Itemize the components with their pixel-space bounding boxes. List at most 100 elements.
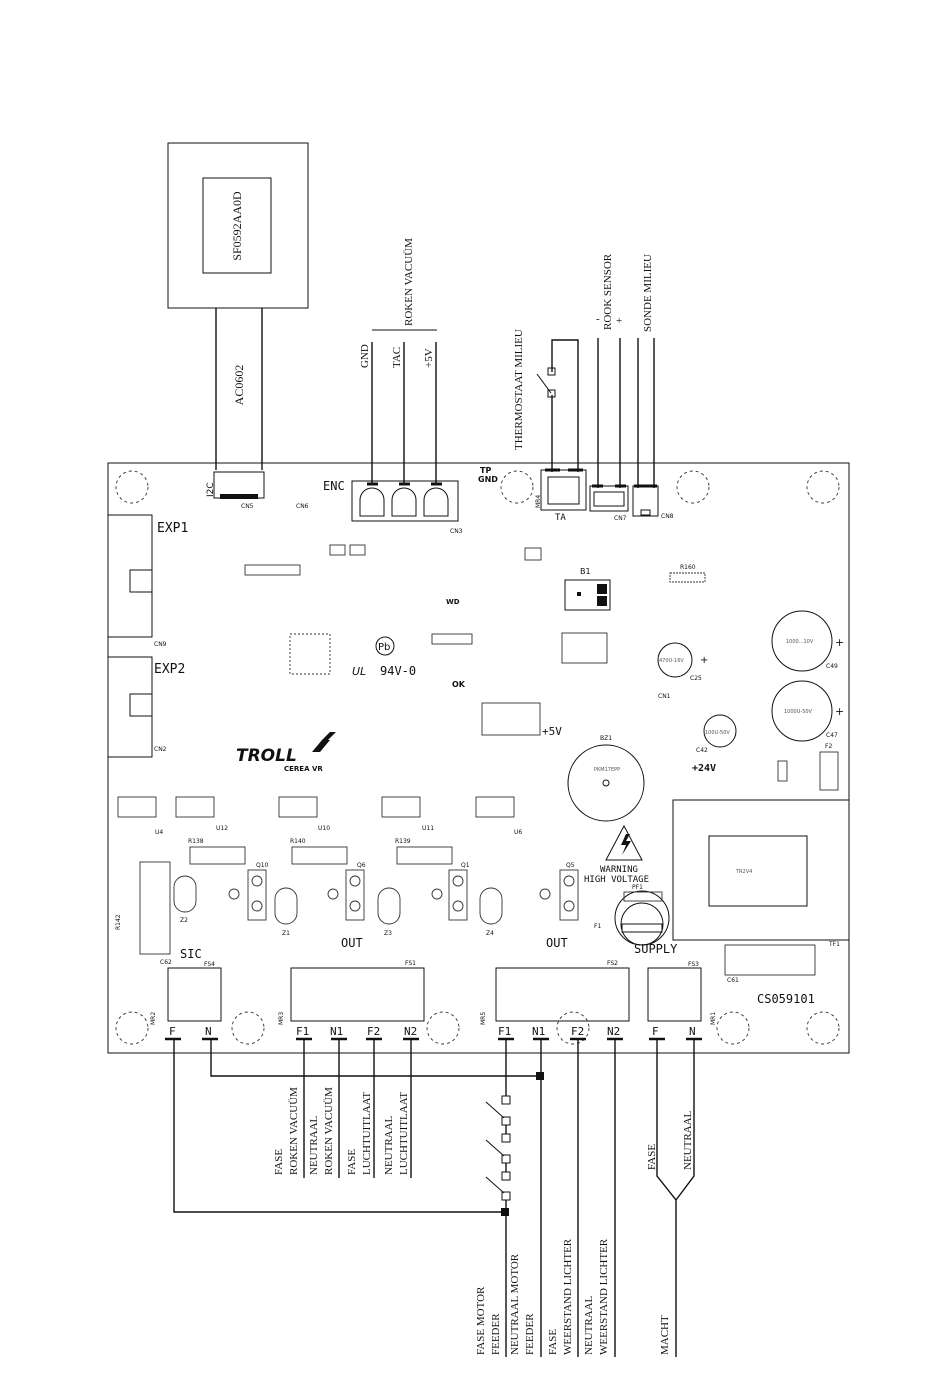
out-neutraal-rv-2: ROKEN VACUÜM [323,1087,335,1175]
fs1-f1: F1 [296,1025,309,1038]
r142-label: R142 [115,914,122,930]
optocouplers: U4 U12 U10 U11 U6 [117,796,522,836]
display-module: SF0592AA0D [167,142,309,309]
fuse-pf1: PF1 F1 [594,884,670,946]
fs2-n2: N2 [607,1025,620,1038]
u12-label: U12 [216,825,228,832]
svg-text:+: + [835,705,844,718]
svg-text:+: + [700,655,708,666]
igniter-output-labels: FASE WEERSTAND LICHTER NEUTRAAL WEERSTAN… [547,1238,610,1355]
c25-label: C25 [690,675,702,682]
u11-label: U11 [422,825,434,832]
fs2-n1: N1 [532,1025,545,1038]
fs2-f2: F2 [571,1025,584,1038]
cn6-label: CN6 [296,503,309,510]
probe-wiring: SONDE MILIEU [637,254,655,488]
fs3-block: FS3 [647,961,702,1022]
q1-label: Q1 [461,862,470,869]
motor-output-labels: FASE MOTOR FEEDER NEUTRAAL MOTOR FEEDER [475,1253,536,1355]
encoder-wire-gnd: GND [359,344,371,368]
out-neutraal-motor-2: FEEDER [524,1313,536,1355]
pf1-label: PF1 [632,884,643,891]
power-neutraal: NEUTRAAL [682,1110,694,1170]
q6-label: Q6 [357,862,366,869]
c62-label: C62 [160,959,172,966]
out-neutraal-lu-1: NEUTRAAL [383,1115,395,1175]
compliance-marks: Pb UL 94V-0 [352,636,416,678]
cn9-label: CN9 [154,641,167,648]
enc-connector: ENC CN3 [323,479,463,535]
encoder-wire-tac: TAC [391,347,403,368]
c47-value: 1000U-50V [784,709,813,715]
high-voltage-label: HIGH VOLTAGE [584,875,649,885]
mr1-label: MR1 [710,1012,717,1025]
fs4-block: FS4 [167,961,222,1022]
r160-label: R160 [680,564,696,571]
b1-label: B1 [580,567,591,576]
mount-holes [115,470,840,1045]
troll-wordmark: TROLL [236,746,297,766]
v94-label: 94V-0 [380,664,416,678]
c47-label: C47 [826,732,838,739]
b1-jumper: B1 R160 [564,564,696,611]
fs1-n1: N1 [330,1025,343,1038]
cn8-connector: CN8 [632,484,674,520]
power-macht: MACHT [659,1315,671,1355]
thermostat-switch: THERMOSTAAT MILIEU [513,329,579,472]
out-neutraal-rv-1: NEUTRAAL [308,1115,320,1175]
ta-connector: TA MR4 [535,468,587,523]
cn8-label: CN8 [661,513,674,520]
c42-label: C42 [696,747,708,754]
i2c-label: I2C [206,482,216,497]
fs4-label: FS4 [204,961,215,968]
bz1-label: BZ1 [600,735,612,742]
high-voltage-warning: WARNING HIGH VOLTAGE [584,824,649,885]
enc-label: ENC [323,479,345,493]
out-neutraal-motor-1: NEUTRAAL MOTOR [509,1253,521,1355]
display-ribbon-cable: AC0602 [215,308,263,470]
z4-label: Z4 [486,930,494,937]
fs1-block: FS1 [290,960,425,1022]
fs1-output-labels: FASE ROKEN VACUÜM NEUTRAAL ROKEN VACUÜM … [273,1087,410,1175]
out-fase-rv-2: ROKEN VACUÜM [288,1087,300,1175]
fs1-label: FS1 [405,960,416,967]
c42-value: 100U-50V [705,730,730,736]
troll-logo: TROLL CEREA VR [236,732,336,773]
mr5-label: MR5 [480,1012,487,1025]
power-output-labels: FASE NEUTRAAL MACHT [646,1110,694,1355]
thermostat-label: THERMOSTAAT MILIEU [513,329,525,450]
buzzer-part: PKM17EPP [594,767,620,773]
f1-label: F1 [594,923,601,930]
fs2-label: FS2 [607,960,618,967]
external-wiring [173,1039,695,1357]
out-neutraal-lu-2: LUCHTUITLAAT [398,1092,410,1175]
fs1-n2: N2 [404,1025,417,1038]
out-fase-motor-2: FEEDER [490,1313,502,1355]
troll-mark-icon [312,732,336,752]
ta-label: TA [555,513,566,523]
buzzer: PKM17EPP BZ1 [567,735,645,822]
motor-safety-switches [485,1095,511,1212]
cn5-label: CN5 [241,503,254,510]
display-part-label: SF0592AA0D [230,191,244,261]
tp-gnd: TP GND [478,466,498,484]
probe-label: SONDE MILIEU [642,254,654,332]
out-fase-lu-1: FASE [346,1149,358,1175]
fs2-f1: F1 [498,1025,511,1038]
fs1-f2: F2 [367,1025,380,1038]
z3-label: Z3 [384,930,392,937]
smoke-sensor-minus: - [596,313,600,325]
smd-outlines [244,544,839,791]
c61-label: C61 [727,977,739,984]
f2-label: F2 [825,743,832,750]
power-section: TR2V4 TF1 [672,799,850,948]
r139-label: R139 [395,838,411,845]
plus24v-label: +24V [692,763,716,774]
out-neutraal-ig-1: NEUTRAAL [583,1295,595,1355]
supply-f: F [652,1025,659,1038]
smoke-sensor-plus: + [616,315,622,327]
board-code: CS059101 [757,992,815,1006]
exp2-label: EXP2 [154,662,185,677]
encoder-wiring: ROKEN VACUÜM GND TAC +5V [359,238,437,485]
